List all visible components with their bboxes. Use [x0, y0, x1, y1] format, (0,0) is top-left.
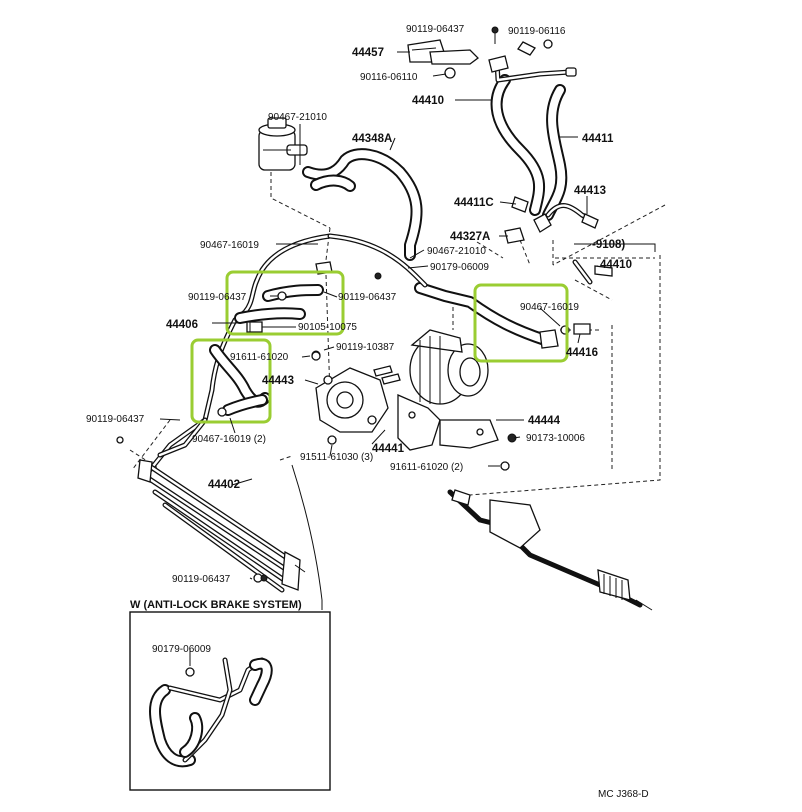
label-90119-06437-mid: 90119-06437	[338, 292, 397, 303]
reference-lines	[129, 165, 666, 496]
label-90467-16019-upper: 90467-16019	[200, 240, 259, 251]
label-range-9108: -9108)	[592, 239, 625, 251]
lead-line-inset	[291, 464, 323, 610]
label-90119-06437-lower: 90119-06437	[86, 414, 145, 425]
label-90119-06437-left: 90119-06437	[188, 292, 247, 303]
label-44410-top: 44410	[412, 95, 444, 107]
label-90173-10006: 90173-10006	[526, 433, 585, 444]
hose-lower-left	[157, 344, 271, 458]
label-90467-16019-lower: 90467-16019 (2)	[192, 434, 266, 445]
oil-cooler-44402	[137, 459, 306, 593]
pipe-44413	[504, 196, 599, 244]
clamp-90105	[246, 321, 263, 333]
label-90467-21010-mid: 90467-21010	[427, 246, 486, 257]
pump-body	[409, 329, 489, 405]
label-44413: 44413	[574, 185, 606, 197]
inset-abs: W (ANTI-LOCK BRAKE SYSTEM)	[129, 599, 331, 791]
label-90119-06437-cooler: 90119-06437	[172, 574, 231, 585]
label-90119-06437-top: 90119-06437	[406, 24, 465, 35]
inset-frame	[129, 611, 331, 791]
highlight-upper-left	[225, 270, 345, 336]
leader-lines	[159, 51, 656, 666]
label-44416: 44416	[566, 347, 598, 359]
steering-gear	[447, 489, 653, 611]
label-90105-10075: 90105-10075	[298, 322, 357, 333]
label-44444: 44444	[528, 415, 561, 427]
reservoir	[258, 117, 308, 171]
label-44327A: 44327A	[450, 231, 490, 243]
inset-title: W (ANTI-LOCK BRAKE SYSTEM)	[130, 599, 302, 611]
label-90179-06009-inset: 90179-06009	[152, 644, 211, 655]
washer-symbols	[116, 351, 510, 582]
pump-44443	[315, 367, 389, 433]
part-labels: 90119-06437 90119-06116 44457 90116-0611…	[86, 24, 632, 655]
hose-right-return	[414, 282, 591, 349]
label-90116-06110: 90116-06110	[360, 72, 418, 83]
highlight-right	[473, 283, 569, 363]
label-44406: 44406	[166, 319, 198, 331]
label-90467-16019-right: 90467-16019	[520, 302, 579, 313]
label-44443: 44443	[262, 375, 294, 387]
label-91611-61020: 91611-61020	[230, 352, 289, 363]
diagram-code: MC J368-D	[598, 789, 649, 800]
label-44402: 44402	[208, 479, 240, 491]
bracket-44457	[407, 39, 479, 79]
hose-44348A	[302, 148, 423, 261]
label-90179-06009: 90179-06009	[430, 262, 489, 273]
label-90119-10387: 90119-10387	[336, 342, 395, 353]
bolts-top	[491, 26, 553, 56]
label-44410-right: 44410	[600, 259, 632, 271]
label-91511-61030: 91511-61030 (3)	[300, 452, 373, 463]
label-44411: 44411	[582, 133, 614, 145]
bracket-44441	[397, 394, 499, 451]
label-44348A: 44348A	[352, 133, 392, 145]
label-90467-21010-top: 90467-21010	[268, 112, 327, 123]
pipe-44410-right	[572, 259, 613, 285]
label-91611-61020-2: 91611-61020 (2)	[390, 462, 463, 473]
label-44411C: 44411C	[454, 197, 494, 209]
label-44441: 44441	[372, 443, 405, 455]
label-44457: 44457	[352, 47, 384, 59]
hose-44411	[488, 55, 577, 221]
label-90119-06116: 90119-06116	[508, 26, 566, 37]
